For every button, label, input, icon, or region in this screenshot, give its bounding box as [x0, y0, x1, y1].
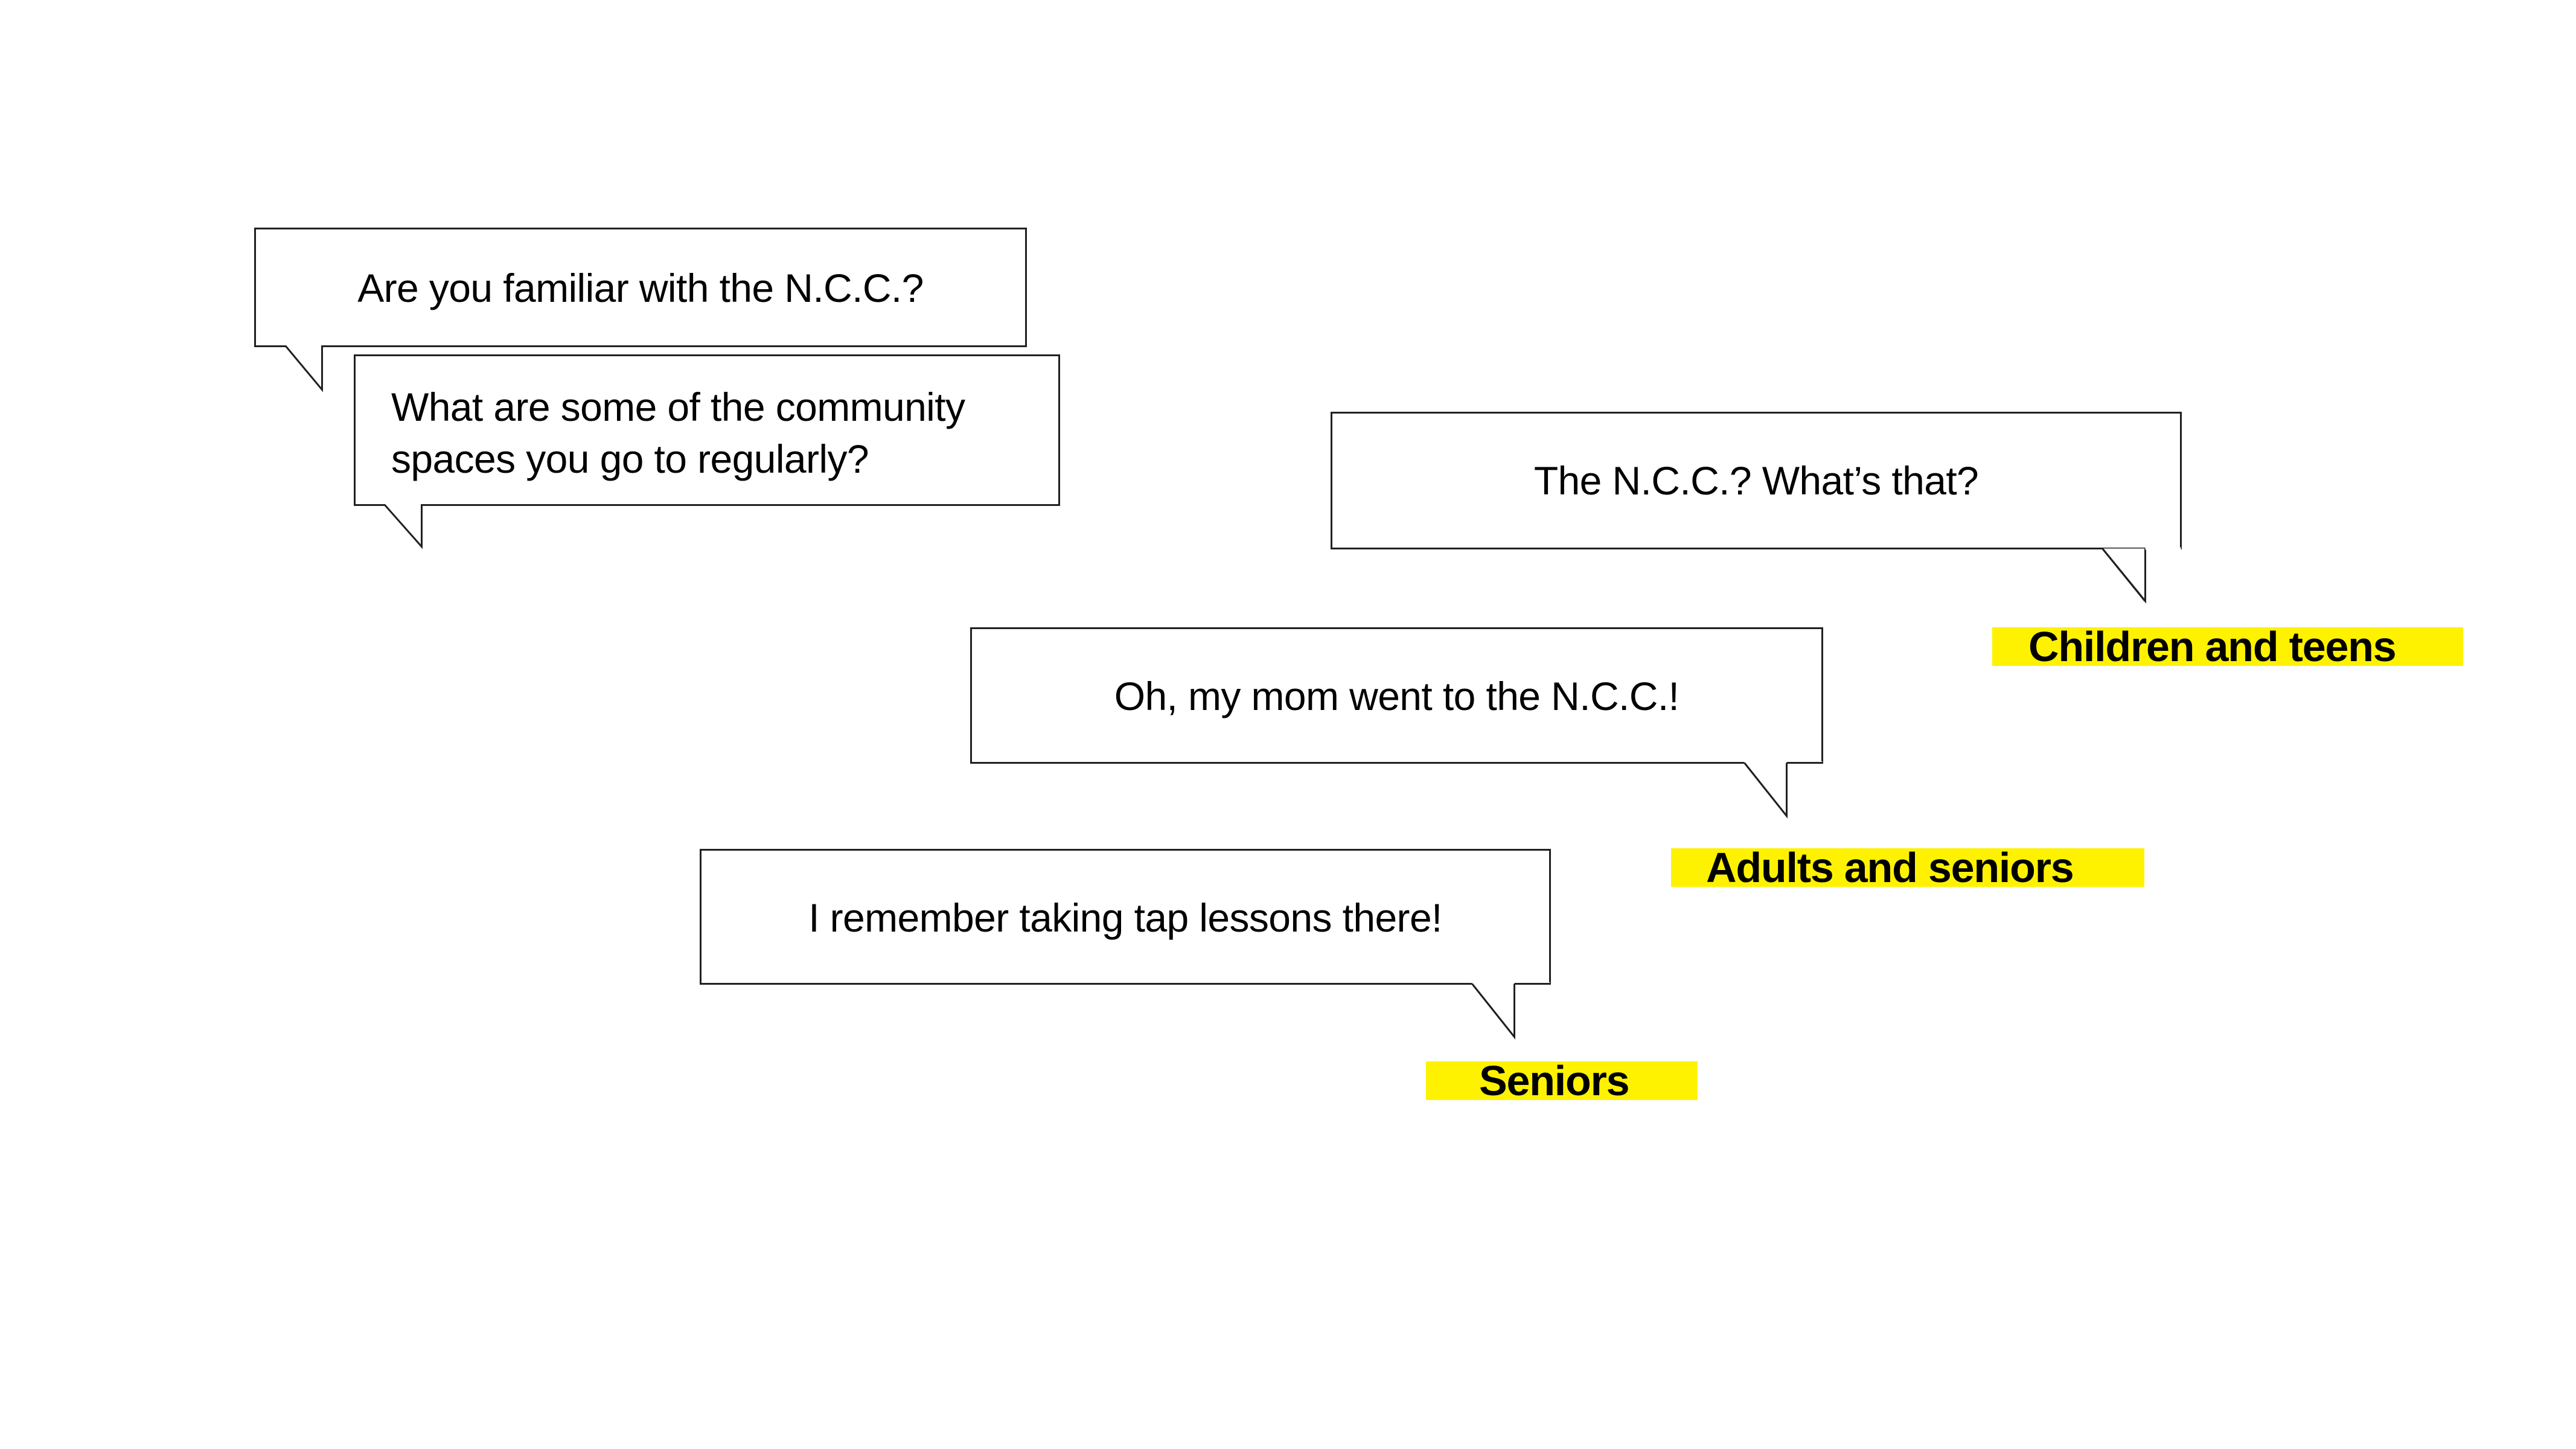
speech-bubble-outline	[1331, 412, 2182, 603]
speech-bubble-outline	[700, 849, 1551, 1040]
speech-bubble-text: Are you familiar with the N.C.C.?	[357, 266, 924, 310]
tag-label: Seniors	[1479, 1057, 1630, 1104]
tag-children-and-teens: Children and teens	[1992, 623, 2463, 670]
speech-bubble-outline	[970, 627, 1823, 817]
speech-bubble-community-spaces: What are some of the community spaces yo…	[354, 354, 1060, 548]
speech-bubble-text: I remember taking tap lessons there!	[808, 895, 1442, 940]
speech-bubble-outline	[254, 228, 1027, 392]
tag-adults-and-seniors: Adults and seniors	[1671, 844, 2144, 891]
speech-bubble-text: What are some of the community spaces yo…	[391, 385, 965, 481]
speech-bubble-outline	[354, 354, 1060, 548]
speech-bubble-text: The N.C.C.? What’s that?	[1533, 458, 1979, 503]
speech-bubble-whats-that: The N.C.C.? What’s that?	[1331, 412, 2182, 603]
speech-bubble-ncc-familiar: Are you familiar with the N.C.C.?	[254, 228, 1027, 392]
speech-bubble-my-mom: Oh, my mom went to the N.C.C.!	[970, 627, 1823, 817]
speech-bubble-text: Oh, my mom went to the N.C.C.!	[1114, 674, 1680, 718]
tag-label: Children and teens	[2028, 623, 2397, 670]
speech-bubble-tap-lessons: I remember taking tap lessons there!	[700, 849, 1551, 1040]
tag-label: Adults and seniors	[1706, 844, 2074, 891]
tag-seniors: Seniors	[1426, 1057, 1698, 1104]
